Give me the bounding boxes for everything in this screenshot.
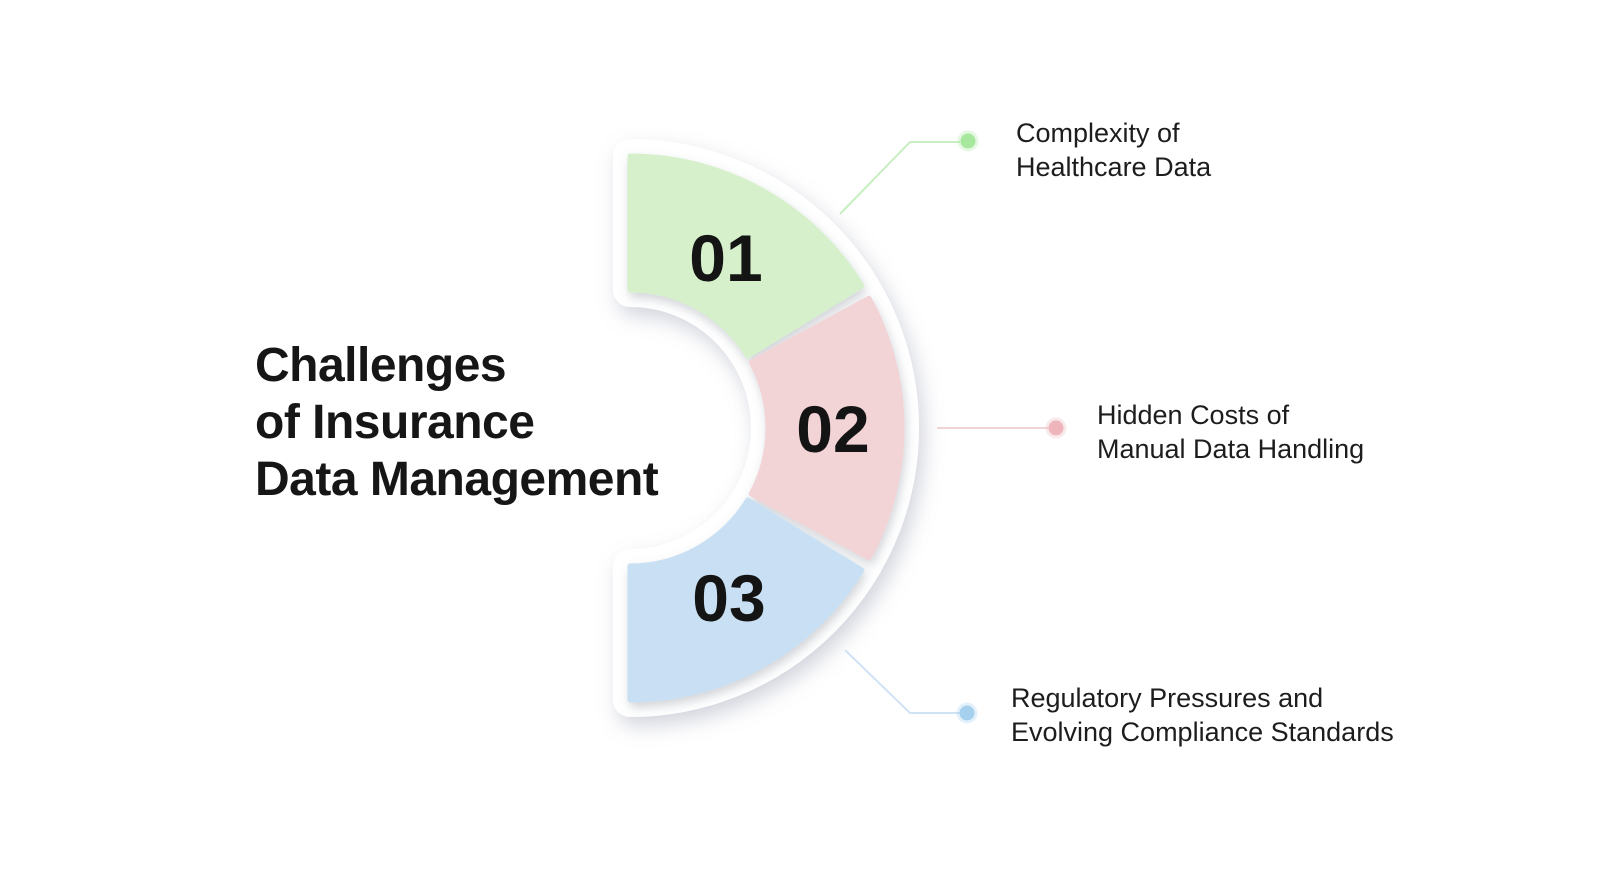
segment-03-label-line-1: Regulatory Pressures and [1011,683,1324,713]
segment-01-arc [627,153,865,359]
segment-02-label-line-2: Manual Data Handling [1097,434,1365,464]
segment-01-leader-dot [957,130,979,152]
segment-02-arc [748,295,905,561]
segment-03-number: 03 [692,561,765,635]
page-title: Challenges of Insurance Data Management [255,337,659,508]
segment-01-label-line-2: Healthcare Data [1016,152,1212,182]
segment-03-leader-dot [956,702,978,724]
segment-03-arc [627,497,865,703]
segment-01-number: 01 [689,221,762,295]
title-line-2: of Insurance [255,396,535,449]
segment-01-leader-line [839,141,960,215]
segment-03-label-line-2: Evolving Compliance Standards [1011,717,1394,747]
segment-01-label: Complexity of Healthcare Data [1016,116,1211,184]
segment-02-number: 02 [796,392,869,466]
segment-02-leader-dot [1045,417,1067,439]
title-line-3: Data Management [255,453,659,506]
title-line-1: Challenges [255,339,507,392]
segment-02-label-line-1: Hidden Costs of [1097,400,1290,430]
segment-01-label-line-1: Complexity of [1016,118,1180,148]
segment-02-label: Hidden Costs of Manual Data Handling [1097,398,1364,466]
segment-03-leader-line [844,649,960,714]
segment-03-label: Regulatory Pressures and Evolving Compli… [1011,681,1394,749]
